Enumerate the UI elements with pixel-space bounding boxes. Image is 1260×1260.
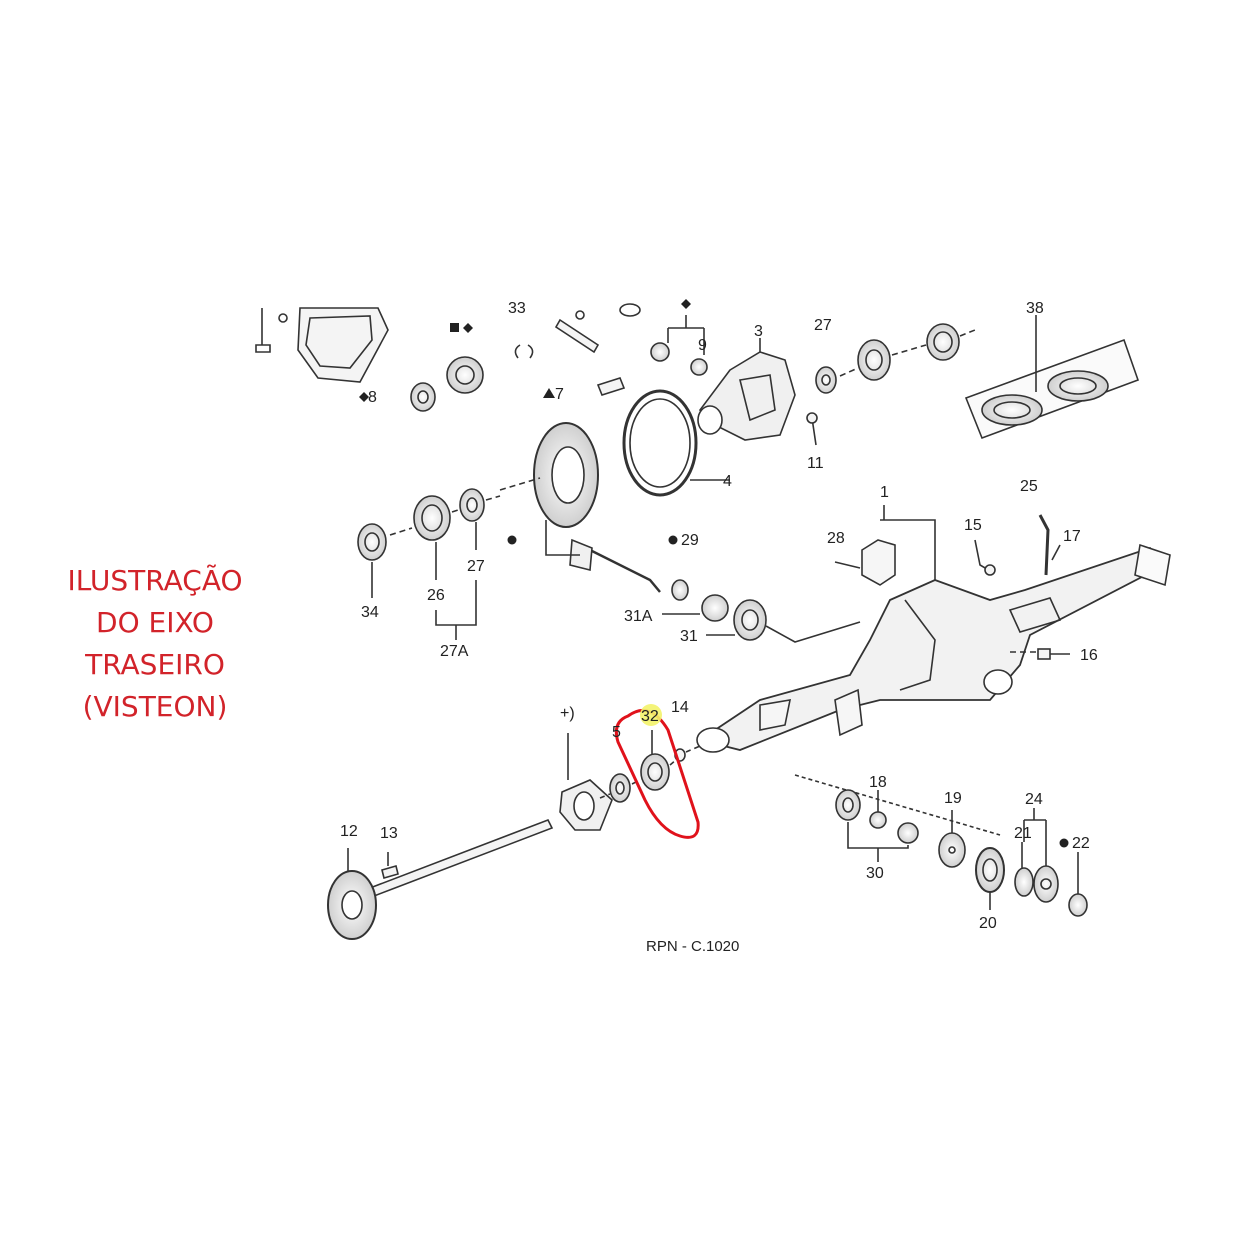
illustration-caption: ILUSTRAÇÃO DO EIXO TRASEIRO (VISTEON) — [40, 560, 270, 728]
label-15: 15 — [964, 517, 982, 534]
label-31A: 31A — [624, 608, 653, 625]
label-5: 5 — [612, 724, 621, 741]
bolt-7-part — [596, 377, 626, 396]
axle-housing-part — [696, 505, 1171, 753]
diamond-marker-icon — [463, 323, 473, 333]
dot-marker-pinion-icon — [507, 535, 517, 545]
label-20: 20 — [979, 915, 997, 932]
label-8: 8 — [368, 389, 377, 406]
label-32: 32 — [641, 708, 659, 725]
bolt-13-part — [381, 852, 399, 879]
label-4: 4 — [723, 473, 732, 490]
side-gears-9-part — [650, 315, 708, 376]
axle-shaft-part — [327, 818, 554, 940]
bracket-28-part — [834, 539, 896, 586]
bearing-set-left-part — [357, 488, 501, 640]
pinion-bearings-31-part — [662, 579, 861, 643]
ring-gear-part — [622, 389, 730, 497]
differential-cover-part — [255, 307, 389, 383]
label-21: 21 — [1014, 825, 1032, 842]
highlight-marker — [640, 704, 662, 726]
spider-gear-part — [410, 344, 534, 412]
label-18: 18 — [869, 774, 887, 791]
label-34: 34 — [361, 604, 379, 621]
seal-5-part — [609, 773, 631, 803]
dot-marker-22-icon — [1059, 838, 1069, 848]
dot-marker-29-icon — [668, 535, 678, 545]
label-1: 1 — [880, 484, 889, 501]
bolt-11-part — [806, 412, 818, 446]
label-plus: +) — [560, 705, 575, 722]
label-25: 25 — [1020, 478, 1038, 495]
diamond-marker-8-icon — [359, 392, 369, 402]
caption-line-3: TRASEIRO — [85, 648, 225, 681]
bearing-27-top-part — [815, 323, 976, 394]
vent-and-fittings-part — [974, 514, 1070, 660]
label-38: 38 — [1026, 300, 1044, 317]
label-14: 14 — [671, 699, 689, 716]
square-marker-icon — [450, 323, 459, 332]
crown-pinion-gear-part — [499, 422, 661, 593]
label-28: 28 — [827, 530, 845, 547]
caption-line-1: ILUSTRAÇÃO — [67, 564, 243, 597]
label-12: 12 — [340, 823, 358, 840]
label-9: 9 — [698, 337, 707, 354]
differential-case-part — [697, 338, 796, 441]
label-26: 26 — [427, 587, 445, 604]
side-gear-set-30-part — [794, 774, 1001, 862]
label-7: 7 — [555, 386, 564, 403]
label-31: 31 — [680, 628, 698, 645]
label-27-left: 27 — [467, 558, 485, 575]
label-16: 16 — [1080, 647, 1098, 664]
diagram-code: RPN - C.1020 — [646, 938, 739, 955]
label-3: 3 — [754, 323, 763, 340]
bearing-32-part — [640, 730, 670, 791]
label-11: 11 — [807, 455, 824, 472]
label-30: 30 — [866, 865, 884, 882]
label-22: 22 — [1072, 835, 1090, 852]
flange-20-part — [975, 847, 1005, 910]
flange-assembly-24-part — [1014, 808, 1059, 903]
diamond-marker-9-icon — [681, 299, 691, 309]
shim-kit-38-part — [964, 315, 1140, 440]
label-13: 13 — [380, 825, 398, 842]
label-27-top: 27 — [814, 317, 832, 334]
caption-line-4: (VISTEON) — [82, 690, 228, 723]
label-24: 24 — [1025, 791, 1043, 808]
nut-22-part — [1068, 852, 1088, 917]
label-17: 17 — [1063, 528, 1081, 545]
label-19: 19 — [944, 790, 962, 807]
label-27A: 27A — [440, 643, 469, 660]
label-29: 29 — [681, 532, 699, 549]
washer-19-part — [938, 810, 966, 868]
caption-line-2: DO EIXO — [96, 606, 214, 639]
cross-shaft-part — [554, 303, 641, 354]
bearing-retainer-plate-part — [559, 733, 613, 831]
triangle-marker-7-icon — [543, 388, 555, 398]
label-33: 33 — [508, 300, 526, 317]
